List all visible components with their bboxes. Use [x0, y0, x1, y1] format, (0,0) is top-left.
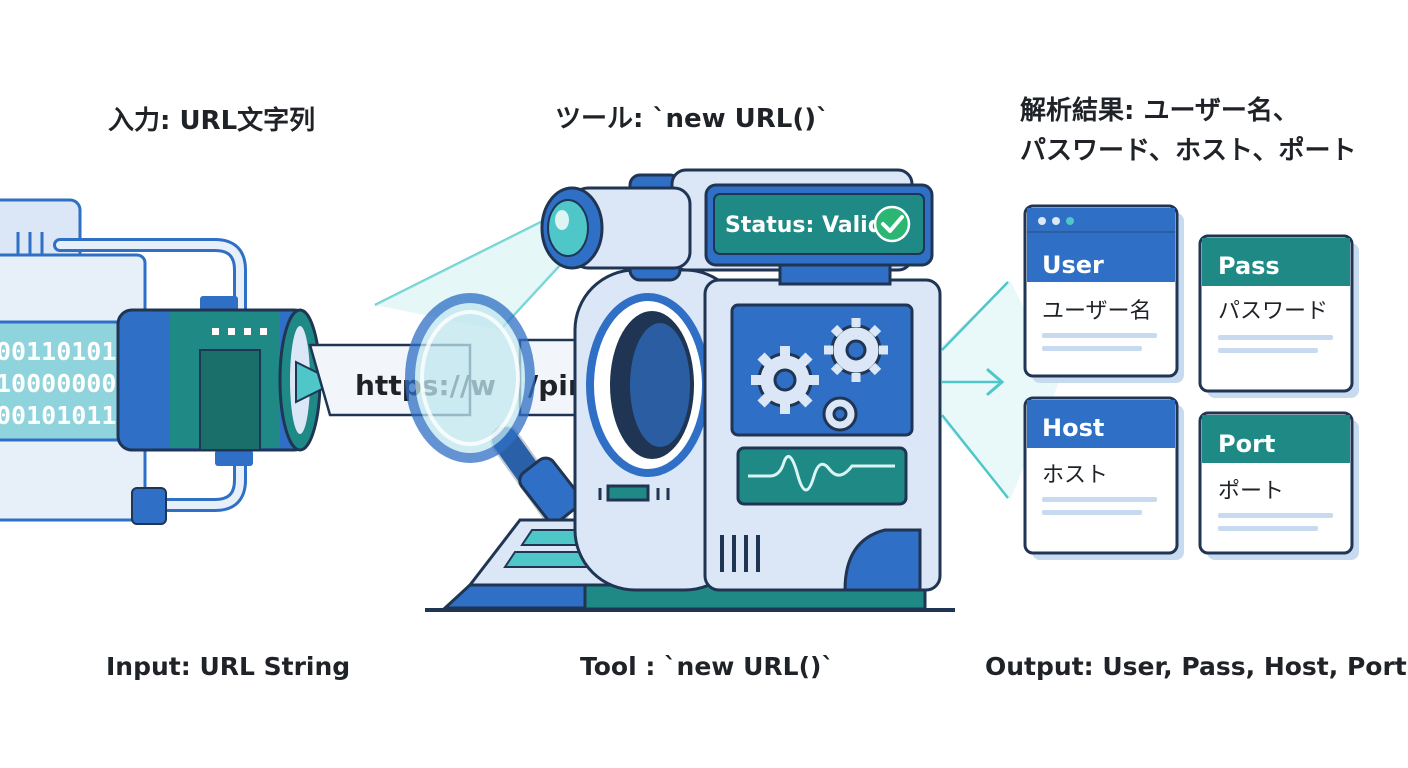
- input-title: 入力: URL文字列: [108, 106, 316, 136]
- window-dot-icon: [1066, 217, 1074, 225]
- magnifying-glass-icon: [405, 293, 582, 525]
- card-title-port: Port: [1218, 430, 1275, 458]
- gear-icon: [822, 396, 858, 432]
- card-title-pass: Pass: [1218, 252, 1280, 280]
- check-icon: [873, 205, 911, 243]
- status-text: Status: Valid: [725, 213, 883, 238]
- tool-title: ツール: `new URL()`: [555, 104, 830, 134]
- status-panel: Status: Valid: [704, 183, 934, 267]
- gear-icon: [824, 318, 888, 382]
- host-card: Host ホスト: [1023, 396, 1184, 560]
- window-dot-icon: [1052, 217, 1060, 225]
- card-value-host: ホスト: [1042, 463, 1108, 488]
- output-title-line2: パスワード、ホスト、ポート: [1020, 136, 1357, 166]
- card-title-user: User: [1042, 251, 1104, 279]
- pass-card: Pass パスワード: [1198, 234, 1359, 398]
- tool-caption: Tool : `new URL()`: [580, 652, 834, 681]
- gear-icon: [751, 346, 819, 414]
- card-value-user: ユーザー名: [1042, 299, 1152, 324]
- user-card: User ユーザー名: [1023, 204, 1184, 383]
- input-machine: 0011010101 1000000011 0010101100: [0, 198, 339, 525]
- card-value-pass: パスワード: [1218, 299, 1328, 324]
- card-value-port: ポート: [1218, 479, 1284, 504]
- output-title-line1: 解析結果: ユーザー名、: [1020, 96, 1299, 126]
- card-title-host: Host: [1042, 414, 1104, 442]
- window-dot-icon: [1038, 217, 1046, 225]
- output-caption: Output: User, Pass, Host, Port: [985, 652, 1407, 681]
- parser-machine: Status: Valid: [425, 168, 955, 612]
- port-card: Port ポート: [1198, 411, 1359, 560]
- input-caption: Input: URL String: [106, 652, 351, 681]
